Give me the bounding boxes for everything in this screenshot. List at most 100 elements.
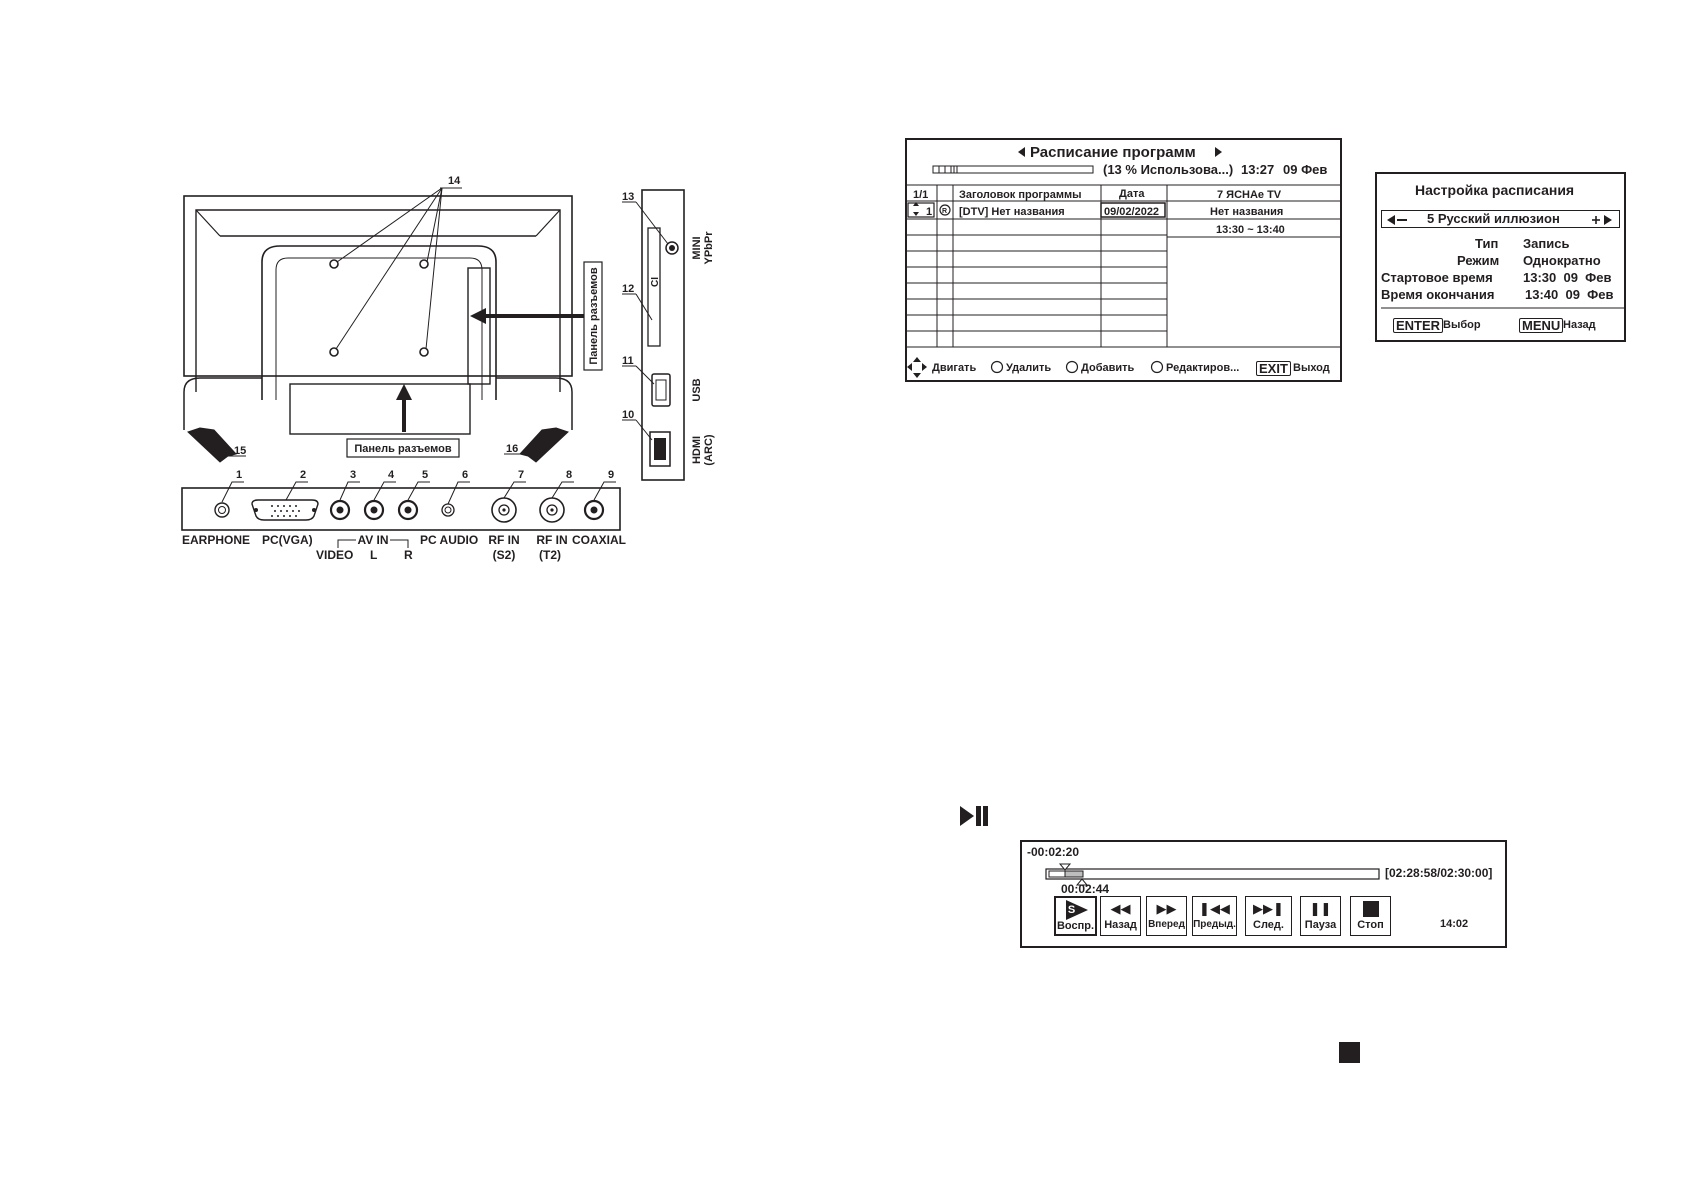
menu-key[interactable]: MENU (1519, 318, 1564, 333)
play-button[interactable]: S Воспр. (1054, 896, 1097, 936)
svg-text:R: R (942, 208, 947, 215)
start-time-label: Стартовое время (1381, 270, 1493, 285)
forward-icon: ▶▶ (1156, 901, 1177, 916)
pause-label: Пауза (1304, 919, 1337, 931)
arrow-right-icon (1215, 147, 1222, 157)
callout-6: 6 (462, 469, 468, 481)
delete-circle-icon (990, 360, 1004, 374)
rewind-button[interactable]: ◀◀ Назад (1100, 896, 1141, 936)
prev-icon: ❚◀◀ (1199, 901, 1230, 916)
arrow-left-icon (1018, 147, 1025, 157)
record-icon (939, 204, 951, 216)
prev-button[interactable]: ❚◀◀ Предыд. (1192, 896, 1237, 936)
play-pause-icon (960, 806, 988, 826)
channel-next-icon (1604, 215, 1612, 225)
stop-icon (1362, 901, 1379, 917)
rfin-s2-label2: (S2) (493, 548, 516, 562)
callout-9: 9 (608, 469, 614, 481)
time-remaining: -00:02:20 (1027, 845, 1080, 859)
move-icon (907, 357, 927, 378)
rfin-s2-label1: RF IN (488, 533, 519, 547)
schedule-time: 13:27 (1241, 162, 1275, 177)
ci-label: CI (650, 277, 661, 287)
enter-key[interactable]: ENTER (1393, 318, 1444, 333)
callout-8: 8 (566, 469, 572, 481)
exit-key[interactable]: EXIT (1256, 361, 1291, 376)
prev-label: Предыд. (1193, 919, 1236, 930)
info-program-name: Нет названия (1210, 206, 1284, 218)
play-glyph: S (1067, 904, 1076, 916)
schedule-date: 09 Фев (1283, 162, 1328, 177)
row-number[interactable]: 1 (926, 206, 933, 218)
callout-13: 13 (622, 191, 634, 203)
video-label: VIDEO (316, 548, 353, 562)
media-player-bar: -00:02:20 [02:28:58/02:30:00] 00:02:44 S… (1020, 840, 1507, 948)
marker-top-icon (1058, 863, 1072, 871)
callout-15: 15 (234, 445, 246, 457)
callout-11: 11 (622, 355, 634, 367)
rewind-label: Назад (1104, 919, 1137, 931)
channel-name: 7 ЯСНАе TV (1217, 189, 1282, 201)
callout-1: 1 (236, 469, 242, 481)
tv-rear-diagram: 14 Панель разъемов Панель разъемов 15 16… (181, 175, 715, 562)
callout-12: 12 (622, 283, 634, 295)
settings-channel[interactable]: 5 Русский иллюзион (1427, 211, 1560, 226)
next-icon: ▶▶❚ (1253, 901, 1284, 916)
mode-value[interactable]: Однократно (1523, 253, 1601, 268)
schedule-title: Расписание программ (1030, 144, 1196, 161)
callout-5: 5 (422, 469, 428, 481)
channel-selector[interactable] (1381, 210, 1620, 228)
menu-label: Назад (1563, 319, 1596, 331)
forward-button[interactable]: ▶▶ Вперед (1146, 896, 1187, 936)
footer-move[interactable]: Двигать (932, 362, 977, 374)
mini-ypbpr-label2: YPbPr (703, 231, 715, 265)
rfin-t2-label1: RF IN (536, 533, 567, 547)
channel-prev-icon (1387, 215, 1395, 225)
start-time-value[interactable]: 13:30 09 Фев (1523, 270, 1612, 285)
end-time-value[interactable]: 13:40 09 Фев (1525, 287, 1614, 302)
stand-right (519, 427, 569, 463)
rewind-icon: ◀◀ (1110, 901, 1131, 916)
earphone-jack (214, 502, 230, 518)
row-date[interactable]: 09/02/2022 (1104, 206, 1160, 218)
l-label: L (370, 548, 377, 562)
usb-port (651, 373, 671, 407)
vga-port (251, 499, 319, 521)
play-label: Воспр. (1056, 920, 1095, 932)
callout-10: 10 (622, 409, 634, 421)
row-title[interactable]: [DTV] Нет названия (959, 206, 1065, 218)
arrow-up (396, 384, 412, 400)
play-triangle-icon (1066, 900, 1088, 920)
pause-button[interactable]: ❚❚ Пауза (1300, 896, 1341, 936)
tv-frame (183, 195, 573, 377)
col-title-header: Заголовок программы (959, 189, 1082, 201)
callout-7: 7 (518, 469, 524, 481)
next-label: След. (1253, 919, 1284, 931)
tv-inner-frame (195, 209, 561, 392)
footer-edit[interactable]: Редактиров... (1166, 362, 1240, 374)
progress-fill (1048, 870, 1066, 878)
settings-graphics (1381, 215, 1624, 309)
hdmi-port (649, 431, 671, 467)
page-indicator: 1/1 (913, 189, 929, 201)
progress-buffer (1064, 870, 1084, 878)
next-button[interactable]: ▶▶❚ След. (1245, 896, 1292, 936)
total-time: [02:28:58/02:30:00] (1385, 866, 1493, 880)
footer-delete[interactable]: Удалить (1006, 362, 1052, 374)
hdmi-label1: HDMI (691, 436, 703, 464)
schedule-usage: (13 % Использова...) (1103, 162, 1234, 177)
edit-circle-icon (1150, 360, 1164, 374)
info-program-time: 13:30 ~ 13:40 (1216, 224, 1285, 236)
col-date-header: Дата (1119, 188, 1145, 200)
callout-4: 4 (388, 469, 395, 481)
coaxial-label: COAXIAL (572, 533, 626, 547)
stop-button[interactable]: Стоп (1350, 896, 1391, 936)
usb-label: USB (691, 378, 703, 401)
bottom-connector-panel (181, 487, 621, 531)
callout-2: 2 (300, 469, 306, 481)
type-value[interactable]: Запись (1523, 236, 1570, 251)
add-circle-icon (1065, 360, 1079, 374)
footer-add[interactable]: Добавить (1081, 362, 1135, 374)
footer-exit[interactable]: Выход (1293, 362, 1330, 374)
rfin-t2-label2: (T2) (539, 548, 561, 562)
